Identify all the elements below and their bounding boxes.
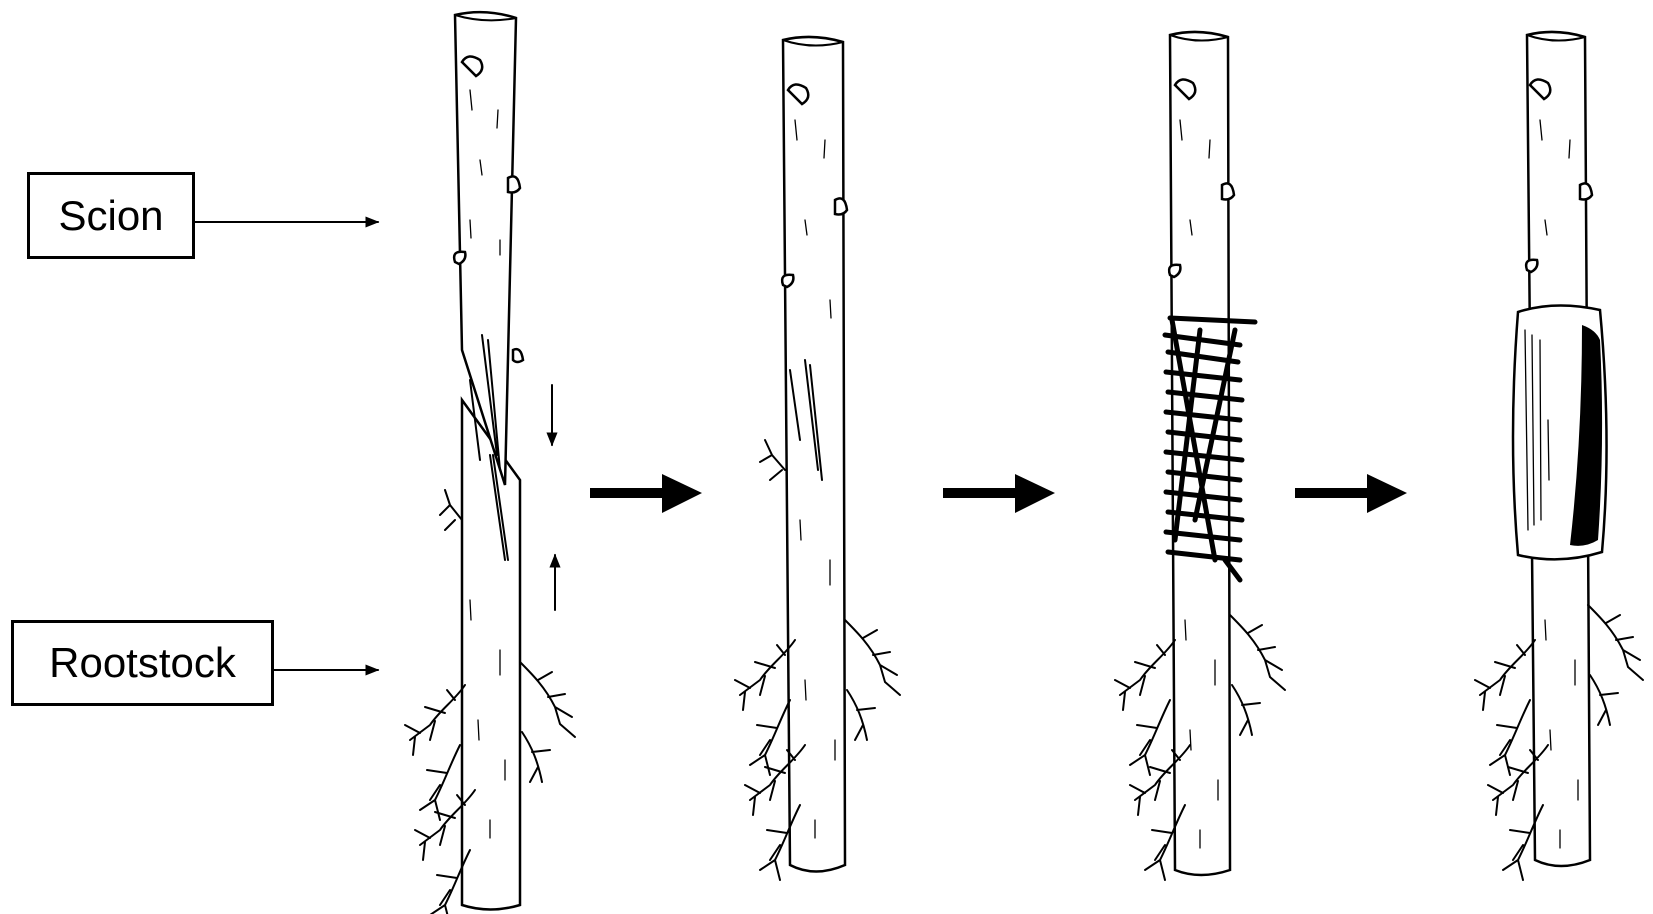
stage-arrow-1 <box>590 474 702 513</box>
stage-4-sealed-union <box>1475 32 1643 880</box>
stage-1-cut-stems <box>405 12 575 914</box>
stage-arrow-2 <box>943 474 1055 513</box>
stage-3-tied-union <box>1115 32 1285 880</box>
stage-2-joined-stems <box>735 37 900 880</box>
stage-arrow-3 <box>1295 474 1407 513</box>
